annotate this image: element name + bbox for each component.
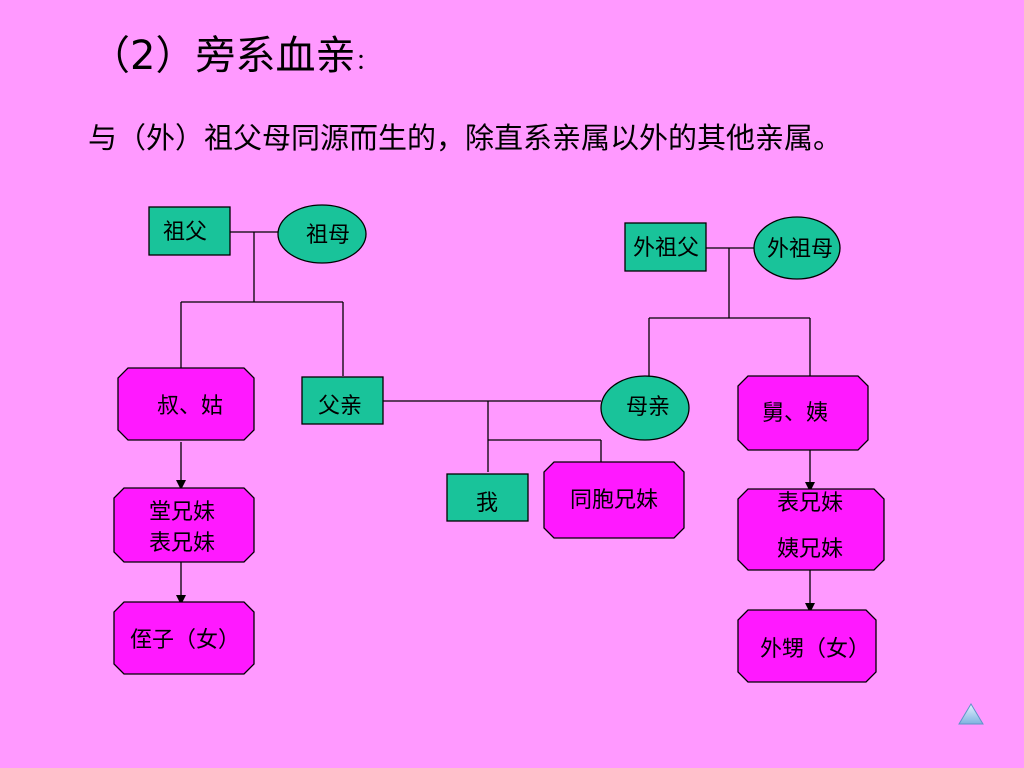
node-maternal-grandfather: 外祖父 xyxy=(624,222,707,272)
nephew-niece-label: 侄子（女） xyxy=(130,628,240,653)
maternal-grandfather-label: 外祖父 xyxy=(633,236,699,261)
node-maternal-uncle-aunt: 舅、姨 xyxy=(737,375,869,451)
connector-lines xyxy=(176,231,815,613)
maternal-grandmother-label: 外祖母 xyxy=(767,237,833,262)
paternal-cousins-label-1: 堂兄妹 xyxy=(149,500,215,525)
mother-label: 母亲 xyxy=(626,395,670,420)
node-sister-children: 外甥（女） xyxy=(737,609,877,683)
node-father: 父亲 xyxy=(301,376,384,425)
grandmother-label: 祖母 xyxy=(306,223,350,248)
maternal-uncle-aunt-label: 舅、姨 xyxy=(762,401,828,426)
paternal-cousins-label-2: 表兄妹 xyxy=(149,531,215,556)
sister-children-label: 外甥（女） xyxy=(760,637,870,662)
grandfather-label: 祖父 xyxy=(163,220,207,245)
maternal-cousins-label-1: 表兄妹 xyxy=(777,491,843,516)
node-nephew-niece: 侄子（女） xyxy=(113,601,255,675)
uncle-aunt-label: 叔、姑 xyxy=(157,394,223,419)
me-label: 我 xyxy=(476,491,498,516)
node-mother: 母亲 xyxy=(600,375,690,441)
node-paternal-cousins: 堂兄妹 表兄妹 xyxy=(113,487,255,563)
definition-text: 与（外）祖父母同源而生的，除直系亲属以外的其他亲属。 xyxy=(88,121,843,155)
father-label: 父亲 xyxy=(318,394,362,419)
siblings-label: 同胞兄妹 xyxy=(570,488,658,513)
title-colon: ： xyxy=(355,50,378,75)
triangle-up-icon[interactable] xyxy=(958,703,984,725)
slide-title: （2）旁系血亲： xyxy=(90,30,377,89)
node-maternal-cousins: 表兄妹 姨兄妹 xyxy=(737,488,885,571)
title-text: （2）旁系血亲 xyxy=(90,33,356,79)
node-uncle-aunt: 叔、姑 xyxy=(117,367,255,441)
node-me: 我 xyxy=(446,473,529,522)
maternal-cousins-label-2: 姨兄妹 xyxy=(777,537,843,562)
node-siblings: 同胞兄妹 xyxy=(543,461,685,539)
node-grandfather: 祖父 xyxy=(148,206,231,256)
node-grandmother: 祖母 xyxy=(277,204,367,264)
node-maternal-grandmother: 外祖母 xyxy=(753,216,841,280)
